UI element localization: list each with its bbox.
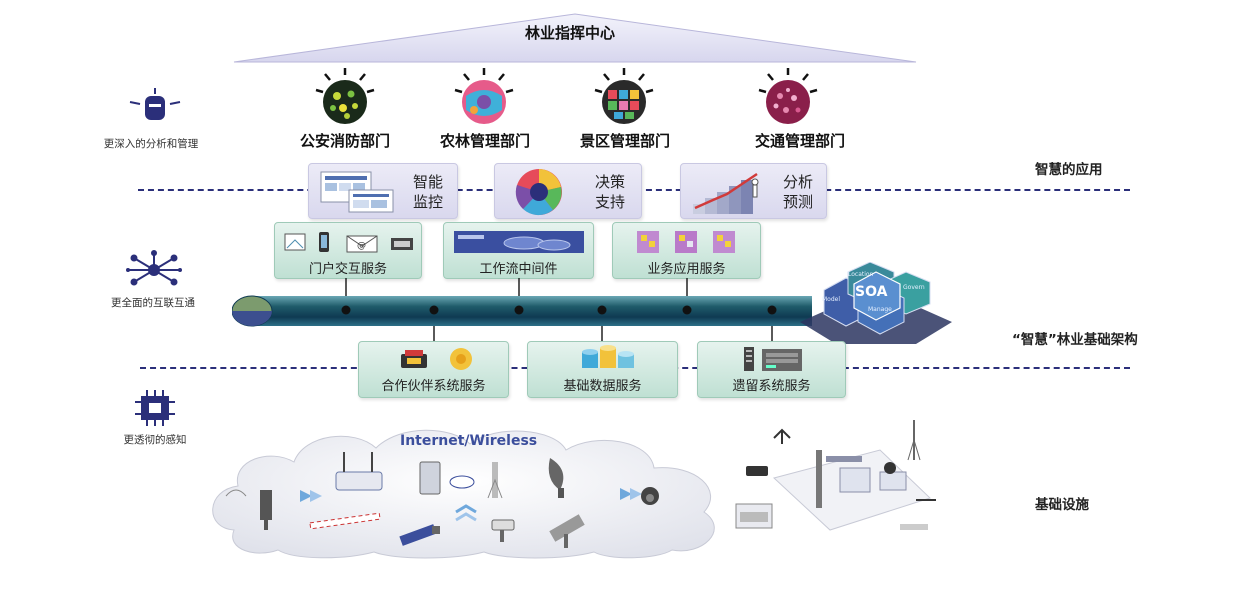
layer-label-infrastructure: 基础设施	[1035, 497, 1089, 513]
signal-arrow-icon	[300, 490, 322, 502]
signal-arrow-icon-2	[620, 488, 642, 500]
dept-label-fire: 公安消防部门	[299, 132, 390, 150]
side-label-perception: 更透彻的感知	[123, 434, 187, 446]
svc-label-legacy: 遗留系统服务	[732, 379, 811, 394]
access-point-icon	[419, 461, 475, 495]
satellite-icon	[399, 524, 440, 546]
dept-label-scenic: 景区管理部门	[579, 132, 670, 150]
internet-cloud	[212, 429, 715, 559]
router-icon	[335, 452, 383, 491]
app-card-decision: 决策 支持	[494, 163, 642, 219]
command-center-title: 林业指挥中心	[524, 24, 615, 42]
wireless-tower-icon	[487, 462, 503, 499]
soa-petal-location: Location	[848, 271, 874, 278]
growth-stairs-icon	[693, 172, 759, 214]
cloud-devices	[225, 452, 659, 548]
app-line1-forecast: 分析	[782, 173, 813, 191]
traffic-dept-icon	[758, 68, 818, 124]
layer-label-applications: 智慧的应用	[1035, 162, 1103, 178]
app-line2-monitoring: 监控	[412, 193, 443, 211]
infrastructure-scene	[735, 420, 936, 531]
svc-card-portal: @ 门户交互服务	[274, 222, 422, 279]
svc-label-basedata: 基础数据服务	[563, 379, 642, 394]
soa-petal-model: Model	[822, 296, 841, 303]
network-node-icon	[126, 250, 182, 286]
database-cylinders-icon	[582, 345, 634, 368]
svc-card-basedata: 基础数据服务	[527, 341, 678, 398]
svc-card-workflow: 工作流中间件	[443, 222, 594, 279]
pie-wheel-icon	[515, 169, 562, 216]
layer-label-architecture: “智慧”林业基础架构	[1012, 332, 1138, 348]
monitor-screens-icon	[320, 171, 394, 213]
chip-icon	[135, 390, 175, 426]
cloud-title: Internet/Wireless	[400, 433, 538, 449]
scenic-dept-icon	[594, 68, 654, 124]
fire-police-dept-icon	[315, 68, 375, 124]
app-label-monitoring: 智能 监控	[403, 172, 453, 212]
svc-card-legacy: 遗留系统服务	[697, 341, 846, 398]
partner-tools-icon	[401, 348, 472, 370]
svc-label-portal: 门户交互服务	[308, 262, 387, 277]
soa-petal-govern: Govern	[903, 284, 925, 291]
dome-camera-icon	[641, 487, 659, 505]
app-line2-forecast: 预测	[782, 193, 813, 211]
app-line2-decision: 支持	[594, 193, 625, 211]
devices-icon: @	[284, 232, 413, 253]
server-rack-icon	[744, 347, 802, 371]
svc-card-partner: 合作伙伴系统服务	[358, 341, 509, 398]
app-label-forecast: 分析 预测	[773, 172, 823, 212]
app-card-monitoring: 智能 监控	[308, 163, 458, 219]
soa-center-label: SOA	[855, 284, 888, 300]
workflow-bar-icon	[454, 231, 584, 253]
database-bulb-icon	[129, 88, 181, 120]
dept-label-forestry: 农林管理部门	[439, 132, 530, 150]
antenna-mast-icon	[225, 489, 272, 530]
sensor-strip-icon	[309, 512, 381, 530]
soa-petal-manage: Manage	[868, 306, 892, 313]
wireless-chevrons-icon	[455, 504, 477, 522]
cubes-icon	[637, 231, 735, 253]
svc-label-workflow: 工作流中间件	[479, 262, 558, 277]
side-label-connectivity: 更全面的互联互通	[111, 297, 195, 309]
roof-shape	[233, 13, 917, 63]
forestry-dept-icon	[454, 68, 514, 124]
satellite-dish-icon	[548, 458, 564, 498]
soa-hexagon-cluster	[800, 262, 952, 344]
svc-label-partner: 合作伙伴系统服务	[381, 379, 486, 394]
svc-card-business: 业务应用服务	[612, 222, 761, 279]
app-line1-decision: 决策	[594, 173, 625, 191]
svg-text:@: @	[357, 241, 366, 251]
service-bus	[232, 278, 812, 342]
app-card-forecast: 分析 预测	[680, 163, 827, 219]
solar-panel-icon	[549, 514, 585, 548]
cctv-camera-icon	[491, 519, 515, 542]
side-label-management: 更深入的分析和管理	[103, 138, 199, 150]
app-label-decision: 决策 支持	[585, 172, 635, 212]
dept-label-traffic: 交通管理部门	[754, 132, 845, 150]
svc-label-business: 业务应用服务	[647, 262, 726, 277]
app-line1-monitoring: 智能	[412, 173, 443, 191]
